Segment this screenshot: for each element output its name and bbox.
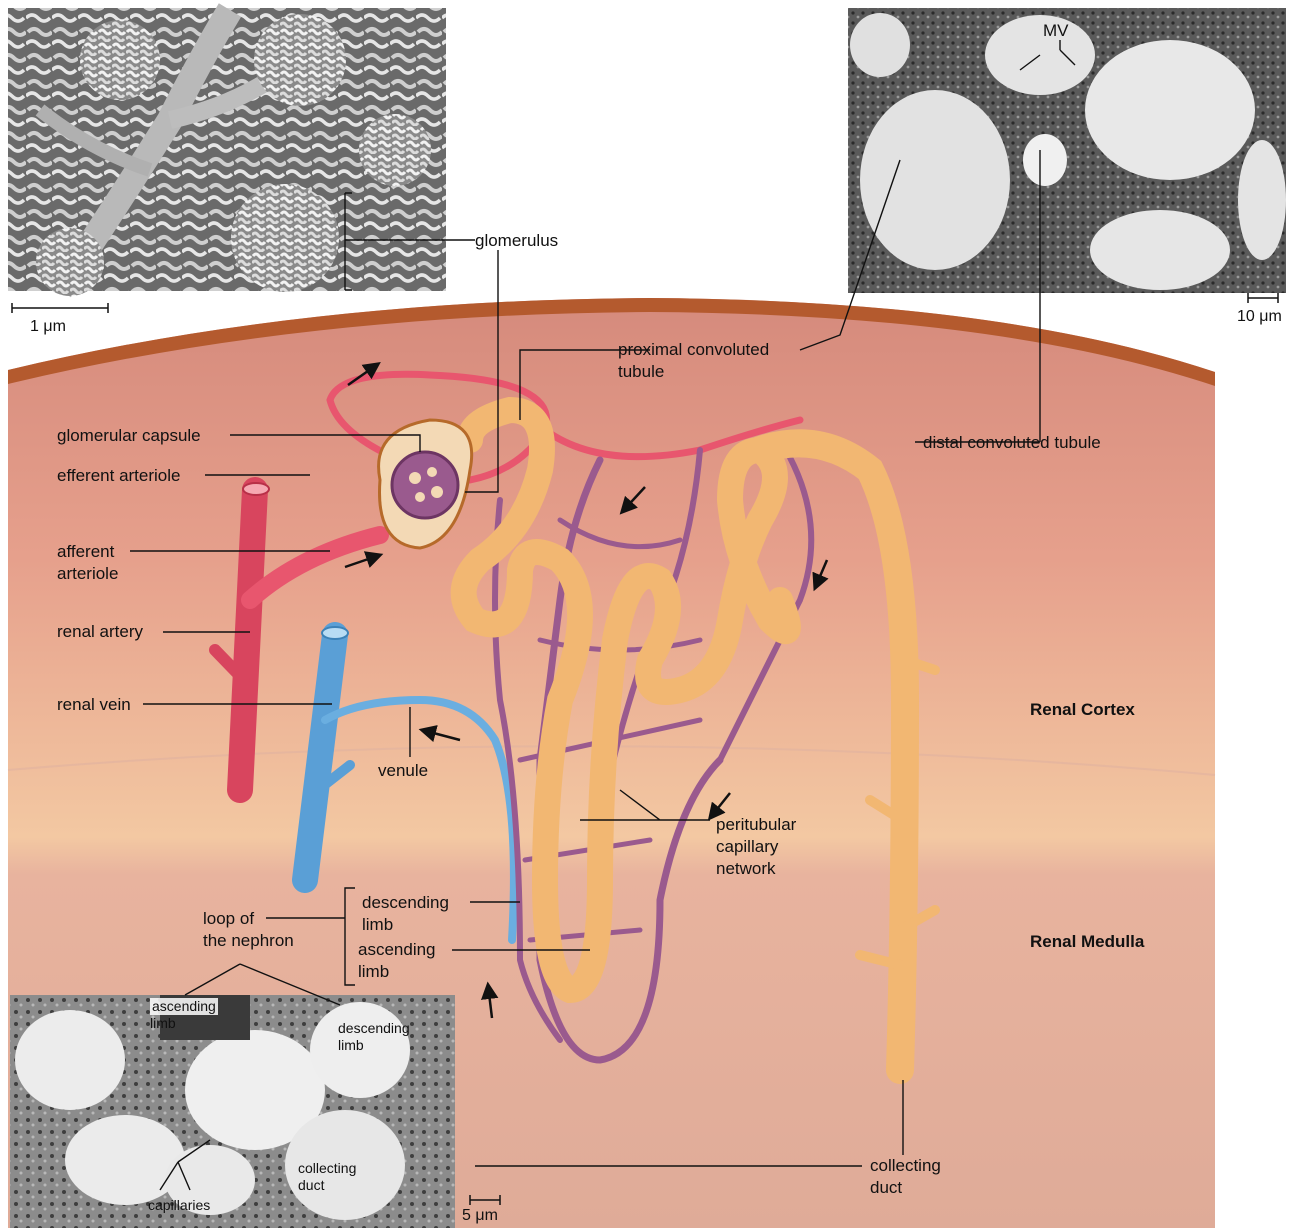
peritubular-capillary-network-label-line3: network	[716, 858, 776, 880]
descending-limb-label-line2: limb	[362, 914, 393, 936]
sem-scale-label: 1 μm	[30, 318, 66, 336]
renal-vein-label: renal vein	[57, 694, 131, 716]
distal-convoluted-tubule-label: distal convoluted tubule	[923, 432, 1101, 454]
mv-label: MV	[1043, 20, 1069, 42]
glomerular-capsule-label: glomerular capsule	[57, 425, 201, 447]
ascending-limb-label-line1: ascending	[358, 939, 436, 961]
micrograph-collecting-duct-label-line1: collecting	[298, 1160, 356, 1177]
loop-of-the-nephron-label-line2: the nephron	[203, 930, 294, 952]
sem-glomeruli-micrograph	[8, 8, 446, 296]
ascending-limb-label-line2: limb	[358, 961, 389, 983]
proximal-convoluted-tubule-label-line2: tubule	[618, 361, 664, 383]
renal-cortex-label: Renal Cortex	[1030, 700, 1135, 720]
glomerulus-label: glomerulus	[475, 230, 558, 252]
loop-of-the-nephron-label-line1: loop of	[203, 908, 254, 930]
micrograph-descending-limb-label-line1: descending	[338, 1020, 410, 1037]
collecting-duct-label-line1: collecting	[870, 1155, 941, 1177]
peritubular-capillary-network-label-line1: peritubular	[716, 814, 796, 836]
collecting-duct-label-line2: duct	[870, 1177, 902, 1199]
loop-scale-label: 5 μm	[462, 1207, 498, 1225]
descending-limb-label-line1: descending	[362, 892, 449, 914]
micrograph-ascending-limb-label-line2: limb	[150, 1015, 176, 1032]
proximal-convoluted-tubule-label-line1: proximal convoluted	[618, 339, 769, 361]
tem-tubules-micrograph	[848, 8, 1286, 293]
proximal-scale-label: 10 μm	[1237, 308, 1282, 326]
micrograph-capillaries-label: capillaries	[148, 1197, 210, 1214]
peritubular-capillary-network-label-line2: capillary	[716, 836, 778, 858]
afferent-arteriole-label-line2: arteriole	[57, 563, 118, 585]
renal-artery-label: renal artery	[57, 621, 143, 643]
renal-medulla-label: Renal Medulla	[1030, 932, 1144, 952]
micrograph-ascending-limb-label-line1: ascending	[150, 998, 218, 1015]
micrograph-collecting-duct-label-line2: duct	[298, 1177, 324, 1194]
afferent-arteriole-label-line1: afferent	[57, 541, 114, 563]
micrograph-descending-limb-label-line2: limb	[338, 1037, 364, 1054]
efferent-arteriole-label: efferent arteriole	[57, 465, 180, 487]
venule-label: venule	[378, 760, 428, 782]
